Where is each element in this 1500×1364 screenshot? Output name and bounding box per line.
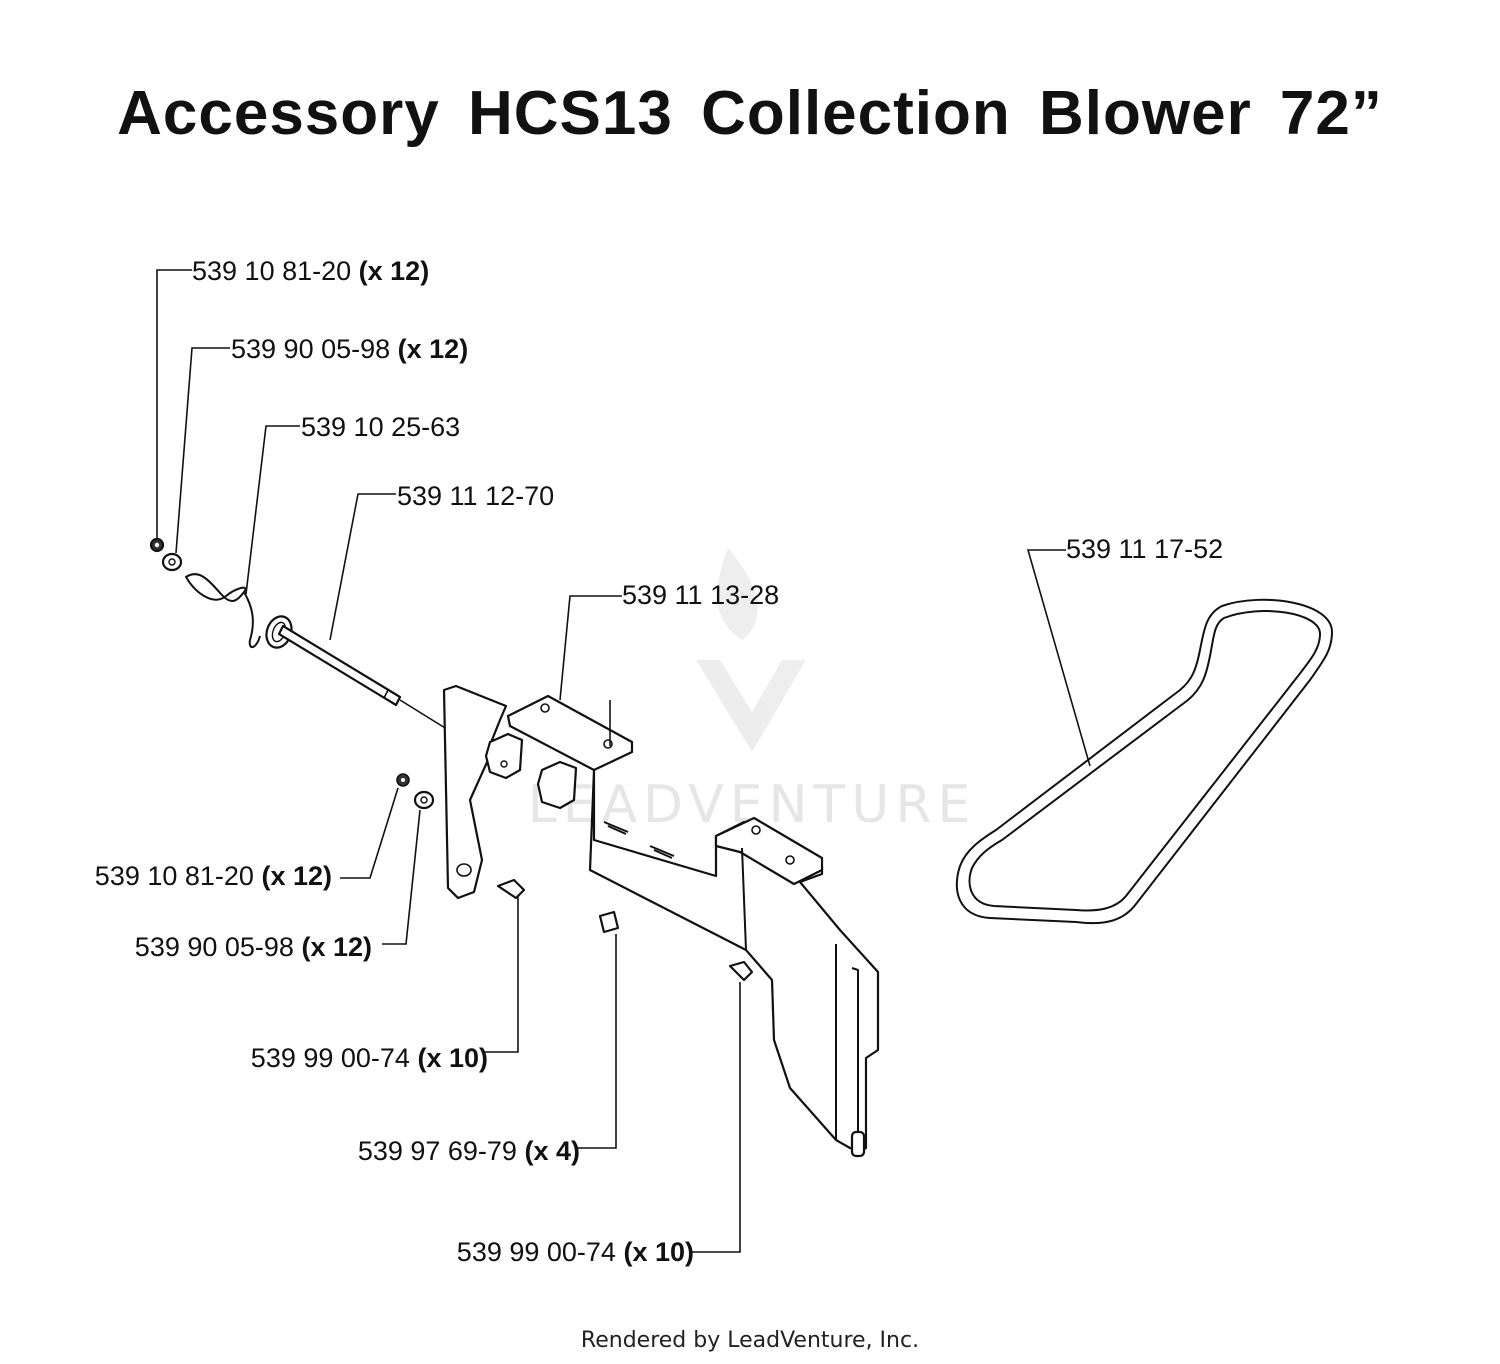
nut-part-lower[interactable] <box>396 773 410 787</box>
mounting-bracket-part[interactable] <box>442 684 880 1158</box>
rendered-by-footer: Rendered by LeadVenture, Inc. <box>580 1328 920 1353</box>
washer-part-lower[interactable] <box>413 790 435 810</box>
page-title: Accessory HCS13 Collection Blower 72” <box>117 79 1383 148</box>
callout-label[interactable]: 539 99 00-74 (x 10) <box>251 1043 488 1073</box>
leader-line <box>382 809 421 945</box>
leader-line <box>692 982 741 1253</box>
callout-label[interactable]: 539 97 69-79 (x 4) <box>358 1136 580 1166</box>
callout-label[interactable]: 539 11 13-28 <box>622 580 779 610</box>
callout-label[interactable]: 539 90 05-98 (x 12) <box>135 932 372 962</box>
nut-part[interactable] <box>149 537 165 553</box>
leader-line <box>245 425 300 595</box>
callout-label[interactable]: 539 99 00-74 (x 10) <box>457 1237 694 1267</box>
leader-line <box>559 595 622 701</box>
leader-line <box>175 347 230 554</box>
leader-line <box>329 493 396 641</box>
callout-label[interactable]: 539 10 25-63 <box>301 412 460 442</box>
washer-part[interactable] <box>161 552 183 572</box>
part-callouts: 539 10 81-20 (x 12) 539 90 05-98 (x 12) … <box>95 256 1223 1267</box>
leader-line <box>340 787 399 879</box>
callout-label[interactable]: 539 90 05-98 (x 12) <box>231 334 468 364</box>
leader-line <box>482 896 519 1053</box>
leader-line <box>578 934 617 1149</box>
callout-label[interactable]: 539 11 12-70 <box>397 481 554 511</box>
hairpin-clip-part[interactable] <box>185 573 261 648</box>
callout-label[interactable]: 539 10 81-20 (x 12) <box>192 256 429 286</box>
drive-belt-part[interactable] <box>955 598 1333 925</box>
leader-line <box>156 269 192 538</box>
callout-label[interactable]: 539 10 81-20 (x 12) <box>95 861 332 891</box>
callout-label[interactable]: 539 11 17-52 <box>1066 534 1223 564</box>
leader-line <box>1026 549 1091 767</box>
leader-lines <box>156 269 1091 1253</box>
